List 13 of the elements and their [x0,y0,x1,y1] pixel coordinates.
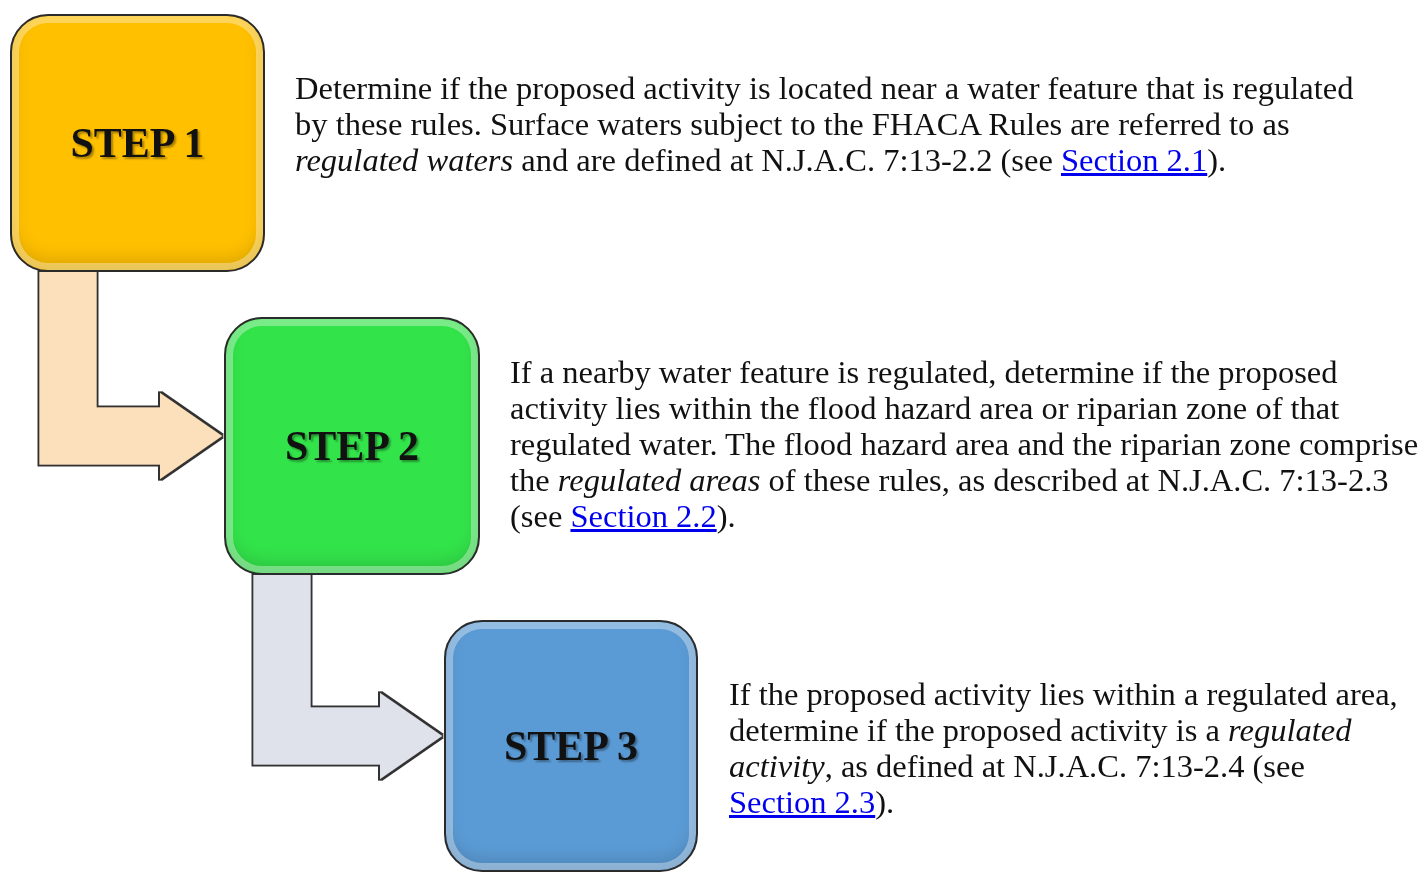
block-arrow [253,575,442,779]
step-box [10,14,265,272]
step-description: Determine if the proposed activity is located near a water feature that is regulated by these rules. Surface waters subject to the FHACA Rules are referred to as regulated waters and are defined at N.J.A.C. 7:13-2.2 (see Section 2.1). [295,70,1355,178]
step-box [224,317,480,575]
step-description: If the proposed activity lies within a regulated area, determine if the proposed activity is a regulated activity, as defined at N.J.A.C. 7:13-2.4 (see Section 2.3). [729,676,1399,820]
section-link: Section 2.2 [570,498,717,534]
step-label: STEP 2 [284,422,420,470]
step-description: If a nearby water feature is regulated, determine if the proposed activity lies within the flood hazard area or riparian zone of that regulated water. The flood hazard area and the riparian zone comprise the regulated areas of these rules, as described at N.J.A.C. 7:13-2.3 (see Section 2.2). [510,354,1420,534]
section-link: Section 2.3 [729,784,876,820]
section-link: Section 2.1 [1061,142,1208,178]
step-box [444,620,698,872]
step-label: STEP 3 [503,722,639,770]
step-label: STEP 1 [70,119,205,167]
